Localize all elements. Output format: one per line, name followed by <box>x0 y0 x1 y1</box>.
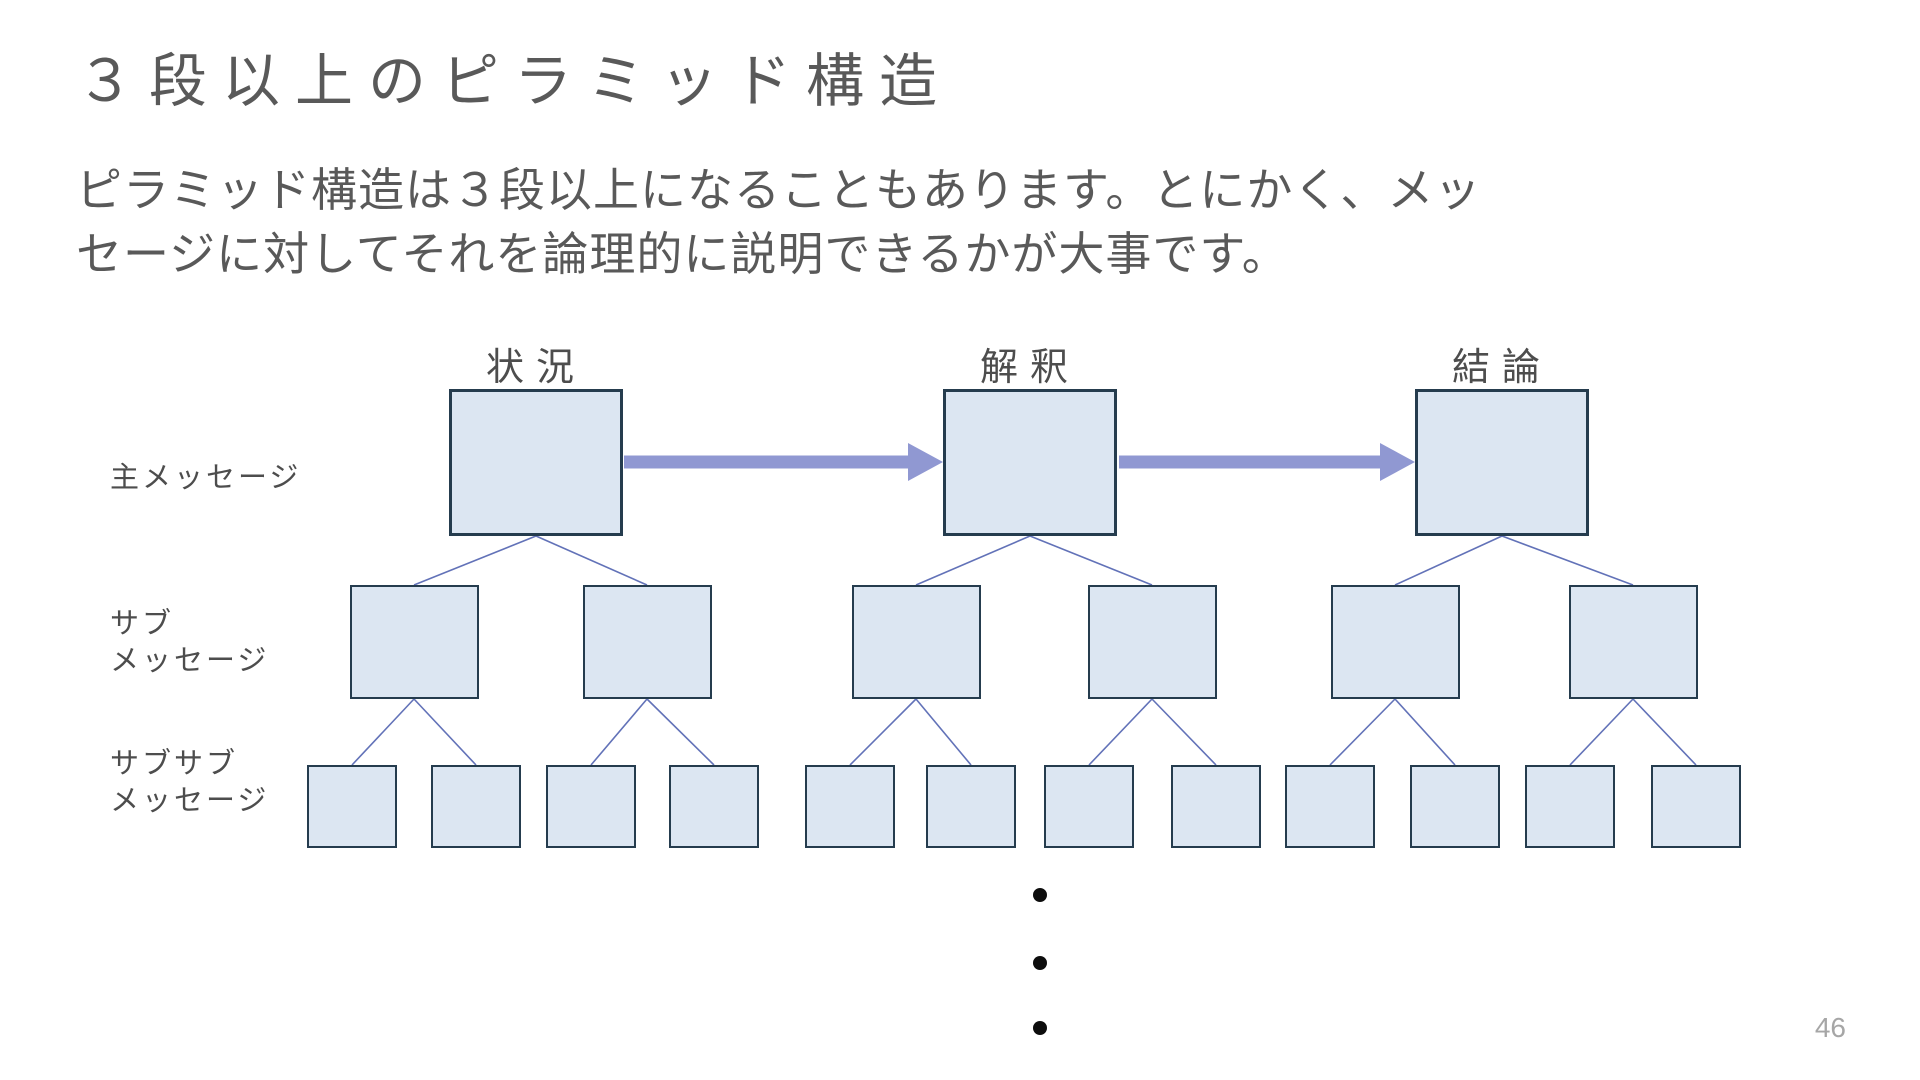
sub-message-box-6 <box>1568 585 1698 699</box>
row-label-subsub-line-2: メッセージ <box>110 785 270 817</box>
connector-line <box>535 535 648 586</box>
sub-message-box-4 <box>1087 585 1217 699</box>
connector-line <box>1569 698 1634 766</box>
column-label-situation: 状況 <box>485 347 586 389</box>
ellipsis-dot-2 <box>1033 956 1047 970</box>
row-label-sub-line-2: メッセージ <box>110 645 270 677</box>
subsub-message-box-12 <box>1651 765 1741 848</box>
connector-line <box>915 535 1031 586</box>
subsub-message-box-11 <box>1525 765 1615 848</box>
connector-line <box>646 698 715 766</box>
slide-title: ３段以上のピラミッド構造 <box>76 49 953 114</box>
subsub-message-box-4 <box>669 765 759 848</box>
ellipsis-dot-3 <box>1033 1021 1047 1035</box>
sub-message-box-1 <box>349 585 479 699</box>
column-label-conclusion: 結論 <box>1451 347 1552 389</box>
page-number: 46 <box>1814 1012 1846 1043</box>
row-label-subsub-message: サブサブ メッセージ <box>110 746 269 820</box>
ellipsis-dot-1 <box>1033 888 1047 902</box>
column-label-interpretation: 解釈 <box>979 347 1080 389</box>
connector-line <box>1029 535 1153 586</box>
subsub-message-box-6 <box>926 765 1016 848</box>
sub-message-box-5 <box>1330 585 1460 699</box>
slide-body-text: ピラミッド構造は３段以上になることもあります。とにかく、メッ セージに対してそれ… <box>76 158 1481 286</box>
row-label-subsub-line-1: サブサブ <box>110 748 239 780</box>
row-label-sub-message: サブ メッセージ <box>110 606 269 680</box>
flow-arrow-right-2 <box>1119 443 1415 481</box>
subsub-message-box-10 <box>1410 765 1500 848</box>
main-message-box-situation <box>449 389 623 536</box>
row-label-main-line: 主メッセージ <box>110 462 302 494</box>
connector-line <box>1329 698 1396 766</box>
connector-line <box>1088 698 1153 766</box>
connector-line <box>1632 698 1697 766</box>
main-message-box-interpretation <box>943 389 1117 536</box>
connector-line <box>351 698 415 766</box>
flow-arrow-right-1 <box>624 443 943 481</box>
connector-line <box>1394 698 1456 766</box>
subsub-message-box-8 <box>1171 765 1261 848</box>
connector-line <box>1151 698 1217 766</box>
subsub-message-box-2 <box>431 765 521 848</box>
connector-line <box>590 698 648 766</box>
body-line-2: セージに対してそれを論理的に説明できるかが大事です。 <box>76 228 1289 280</box>
connector-line <box>849 698 917 766</box>
subsub-message-box-7 <box>1044 765 1134 848</box>
connector-line <box>915 698 972 766</box>
connector-line <box>1501 535 1634 586</box>
subsub-message-box-1 <box>307 765 397 848</box>
row-label-main-message: 主メッセージ <box>110 460 301 497</box>
subsub-message-box-5 <box>805 765 895 848</box>
connector-line <box>413 535 537 586</box>
main-message-box-conclusion <box>1415 389 1589 536</box>
row-label-sub-line-1: サブ <box>110 608 175 640</box>
sub-message-box-2 <box>582 585 712 699</box>
connector-line <box>413 698 477 766</box>
body-line-1: ピラミッド構造は３段以上になることもあります。とにかく、メッ <box>76 164 1482 216</box>
subsub-message-box-3 <box>546 765 636 848</box>
subsub-message-box-9 <box>1285 765 1375 848</box>
sub-message-box-3 <box>851 585 981 699</box>
connector-line <box>1394 535 1503 586</box>
